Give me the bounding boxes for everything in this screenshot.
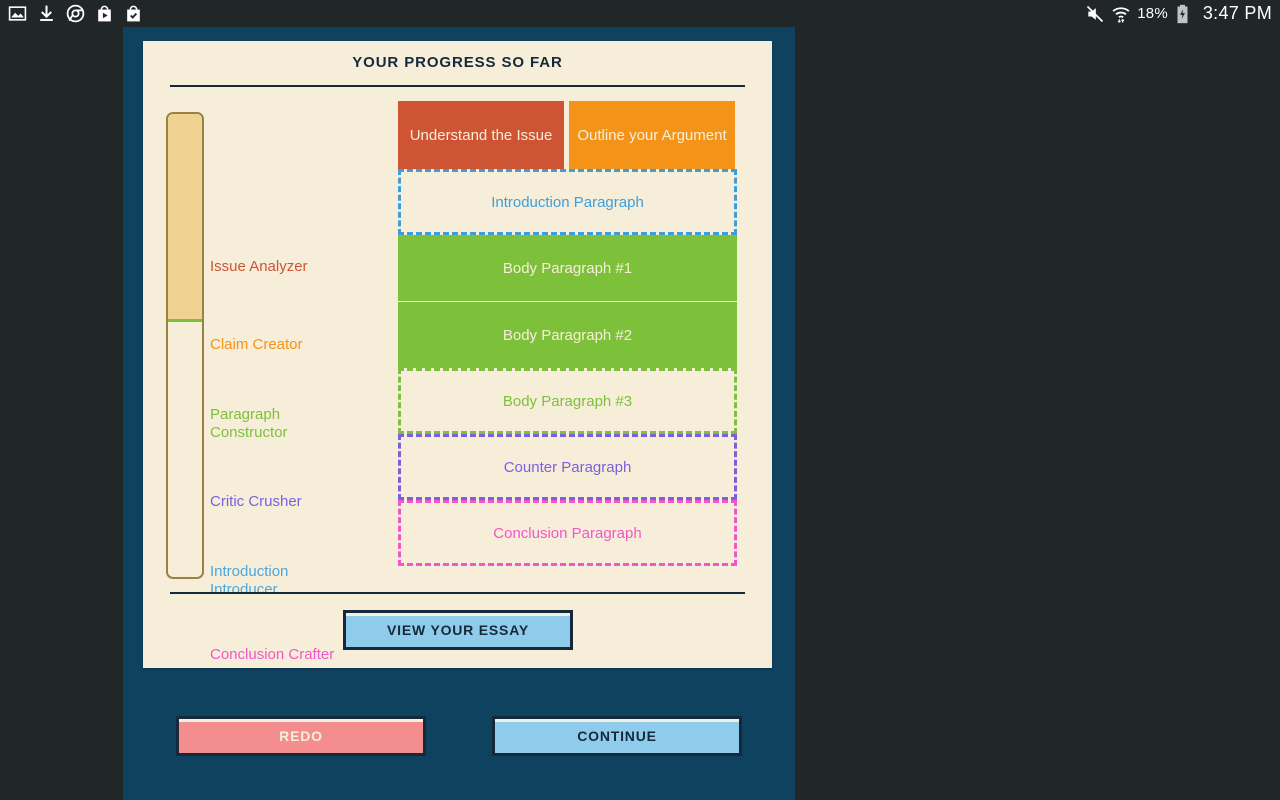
progress-fill: [168, 114, 202, 323]
redo-button[interactable]: REDO: [176, 716, 426, 756]
card-footer: VIEW YOUR ESSAY: [143, 592, 772, 668]
stage-label: Critic Crusher: [210, 493, 302, 510]
stage-label: Claim Creator: [210, 336, 303, 353]
status-bar-system-icons: 18% 3:47 PM: [1085, 3, 1272, 24]
essay-block[interactable]: Counter Paragraph: [398, 434, 737, 500]
download-icon: [37, 4, 56, 23]
app-installed-icon: [124, 4, 143, 23]
essay-block[interactable]: Body Paragraph #3: [398, 368, 737, 434]
essay-block[interactable]: Body Paragraph #2: [398, 302, 737, 368]
mute-icon: [1085, 4, 1104, 23]
stage-label: Conclusion Crafter: [210, 646, 335, 663]
play-store-icon: [95, 4, 114, 23]
essay-block[interactable]: Body Paragraph #1: [398, 235, 737, 301]
essay-block[interactable]: Understand the Issue: [398, 101, 564, 169]
progress-track: [166, 112, 204, 579]
battery-percent-label: 18%: [1137, 5, 1168, 22]
continue-button[interactable]: CONTINUE: [492, 716, 742, 756]
stage-label: Issue Analyzer: [210, 258, 308, 275]
status-bar-notification-icons: [8, 4, 143, 23]
battery-charging-icon: [1175, 4, 1194, 24]
stage-label: Paragraph Constructor: [210, 406, 288, 441]
clock-label: 3:47 PM: [1202, 3, 1272, 23]
chrome-icon: [66, 4, 85, 23]
essay-block[interactable]: Introduction Paragraph: [398, 169, 737, 235]
android-status-bar: 18% 3:47 PM: [0, 0, 1280, 27]
essay-block[interactable]: Outline your Argument: [569, 101, 735, 169]
image-icon: [8, 4, 27, 23]
wifi-icon: [1111, 4, 1130, 23]
essay-block[interactable]: Conclusion Paragraph: [398, 500, 737, 566]
title-divider: [170, 85, 745, 87]
footer-divider: [170, 592, 745, 594]
view-your-essay-button[interactable]: VIEW YOUR ESSAY: [343, 610, 573, 650]
page-title: YOUR PROGRESS SO FAR: [352, 54, 563, 71]
